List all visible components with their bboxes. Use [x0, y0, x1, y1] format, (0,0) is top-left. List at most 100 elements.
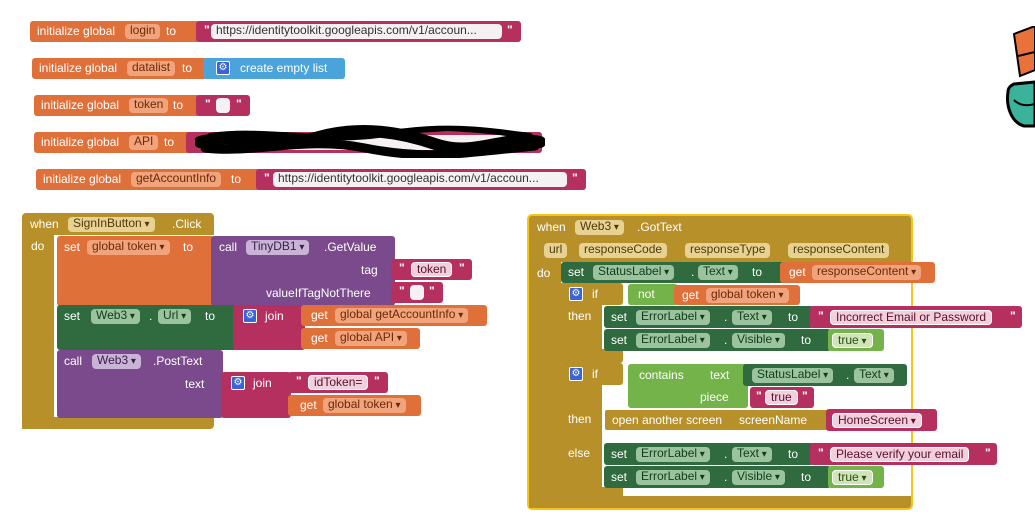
component-dropdown[interactable]: StatusLabel	[752, 368, 834, 383]
component-dropdown[interactable]: Web3	[92, 354, 141, 369]
join-block[interactable]: ⚙ join	[221, 372, 291, 418]
tinydb-getvalue-block[interactable]: call TinyDB1 .GetValue tag valueIfTagNot…	[211, 236, 395, 306]
event-param-url[interactable]: url	[544, 243, 568, 258]
set-errorlabel-visible-block[interactable]: set ErrorLabel . Visible to	[604, 329, 831, 351]
component-dropdown[interactable]: TinyDB1	[246, 240, 310, 255]
component-dropdown[interactable]: ErrorLabel	[636, 333, 710, 348]
property-dropdown[interactable]: Url	[158, 309, 192, 324]
text-string-block[interactable]: " https://identitytoolkit.googleapis.com…	[256, 169, 586, 190]
init-global-login-block[interactable]: initialize global login to	[30, 21, 200, 42]
open-another-screen-block[interactable]: open another screen screenName	[604, 409, 832, 431]
text-value-field[interactable]: true	[765, 390, 798, 405]
text-string-block[interactable]: HomeScreen	[826, 409, 937, 431]
variable-dropdown[interactable]: global token	[706, 288, 789, 303]
text-string-block[interactable]: " "	[391, 282, 443, 303]
gear-icon[interactable]: ⚙	[216, 61, 230, 75]
text-string-block[interactable]: " "	[196, 95, 250, 116]
text-value-field[interactable]	[216, 98, 230, 113]
set-errorlabel-text-block[interactable]: set ErrorLabel . Text to	[604, 306, 814, 328]
gear-icon[interactable]: ⚙	[231, 376, 245, 390]
text-string-block[interactable]: " Please verify your email "	[810, 443, 997, 465]
gear-icon[interactable]: ⚙	[569, 287, 583, 301]
component-dropdown[interactable]: ErrorLabel	[636, 470, 710, 485]
text-string-block[interactable]: " Incorrect Email or Password "	[810, 306, 1022, 328]
variable-dropdown[interactable]: global token	[323, 398, 406, 413]
to-label: to	[205, 309, 216, 323]
component-dropdown[interactable]: ErrorLabel	[636, 310, 710, 325]
component-dropdown[interactable]: Web3	[575, 220, 624, 235]
text-string-block[interactable]: " token "	[391, 259, 472, 280]
init-global-datalist-block[interactable]: initialize global datalist to	[32, 58, 207, 79]
init-global-getaccountinfo-block[interactable]: initialize global getAccountInfo to	[36, 169, 261, 190]
component-dropdown[interactable]: Web3	[91, 309, 140, 324]
join-block[interactable]: ⚙ join	[233, 305, 305, 350]
text-value-field[interactable]	[410, 285, 424, 300]
init-global-token-block[interactable]: initialize global token to	[34, 95, 200, 116]
when-label: when	[30, 217, 59, 231]
variable-name-field[interactable]: token	[129, 98, 169, 113]
web3-gottext-event-block[interactable]: when Web3 .GotText url responseCode resp…	[527, 214, 913, 510]
property-dropdown[interactable]: Text	[698, 265, 738, 280]
text-value-field[interactable]: Please verify your email	[830, 447, 970, 462]
boolean-dropdown[interactable]: true	[832, 470, 873, 485]
signin-click-event-block[interactable]: when SignInButton .Click do	[22, 213, 214, 429]
property-dropdown[interactable]: Text	[732, 447, 772, 462]
component-dropdown[interactable]: SignInButton	[68, 217, 155, 232]
property-dropdown[interactable]: Text	[854, 368, 894, 383]
text-value-field[interactable]: https://identitytoolkit.googleapis.com/v…	[273, 172, 567, 187]
text-value-field[interactable]: token	[411, 262, 453, 277]
screen-name-dropdown[interactable]: HomeScreen	[832, 413, 922, 428]
text-string-block[interactable]: " https://identitytoolkit.googleapis.com…	[196, 21, 521, 42]
statuslabel-text-getter-block[interactable]: StatusLabel . Text	[743, 364, 907, 386]
gear-icon[interactable]: ⚙	[243, 309, 257, 323]
event-param-responsetype[interactable]: responseType	[685, 243, 771, 258]
text-value-field[interactable]: idToken=	[308, 375, 369, 390]
get-responsecontent-block[interactable]: get responseContent	[780, 262, 935, 283]
create-empty-list-block[interactable]: ⚙ create empty list	[203, 58, 345, 79]
variable-name-field[interactable]: datalist	[127, 61, 176, 76]
true-block[interactable]: true	[828, 329, 884, 351]
boolean-dropdown[interactable]: true	[832, 333, 873, 348]
variable-name-field[interactable]: API	[129, 135, 159, 150]
true-block[interactable]: true	[828, 466, 884, 488]
get-global-api-block[interactable]: get global API	[301, 328, 420, 349]
event-param-responsecode[interactable]: responseCode	[579, 243, 668, 258]
trash-can-icon[interactable]	[1000, 26, 1035, 130]
if-then-else-block[interactable]: ⚙ if then else	[559, 363, 623, 501]
set-statuslabel-text-block[interactable]: set StatusLabel . Text to	[561, 262, 785, 283]
set-errorlabel-visible-block[interactable]: set ErrorLabel . Visible to	[604, 466, 831, 488]
if-then-block[interactable]: ⚙ if then	[559, 283, 623, 363]
call-web3-posttext-block[interactable]: call Web3 .PostText text	[57, 350, 223, 418]
variable-dropdown[interactable]: global API	[335, 331, 407, 346]
property-dropdown[interactable]: Visible	[732, 470, 785, 485]
set-web3-url-block[interactable]: set Web3 . Url to	[57, 305, 237, 350]
variable-name-field[interactable]: login	[125, 24, 161, 39]
gear-icon[interactable]: ⚙	[569, 367, 583, 381]
dot-label: .	[724, 447, 728, 461]
set-errorlabel-text-block[interactable]: set ErrorLabel . Text to	[604, 443, 814, 465]
get-global-token-block[interactable]: get global token	[674, 285, 800, 305]
init-global-api-block[interactable]: initialize global API to	[34, 132, 200, 153]
not-block[interactable]: not	[628, 284, 678, 305]
contains-text-block[interactable]: contains text piece	[628, 364, 748, 408]
method-label: .PostText	[153, 354, 203, 368]
event-param-responsecontent[interactable]: responseContent	[788, 243, 890, 258]
get-global-token-block[interactable]: get global token	[288, 395, 421, 416]
contains-dropdown[interactable]: contains	[639, 368, 684, 382]
property-dropdown[interactable]: Text	[732, 310, 772, 325]
variable-dropdown[interactable]: global getAccountInfo	[335, 308, 469, 323]
text-value-field[interactable]: https://identitytoolkit.googleapis.com/v…	[211, 24, 502, 39]
component-dropdown[interactable]: StatusLabel	[593, 265, 675, 280]
variable-name-field[interactable]: getAccountInfo	[131, 172, 222, 187]
component-dropdown[interactable]: ErrorLabel	[636, 447, 710, 462]
variable-dropdown[interactable]: responseContent	[812, 265, 922, 280]
not-label: not	[638, 287, 655, 301]
variable-dropdown[interactable]: global token	[87, 240, 170, 255]
get-global-getaccountinfo-block[interactable]: get global getAccountInfo	[301, 305, 487, 326]
text-string-block[interactable]: " idToken= "	[288, 372, 388, 393]
text-value-field[interactable]: Incorrect Email or Password	[830, 310, 993, 325]
property-dropdown[interactable]: Visible	[732, 333, 785, 348]
else-label: else	[568, 446, 591, 460]
text-string-block[interactable]: " true "	[750, 387, 814, 408]
set-global-token-block[interactable]: set global token to	[57, 236, 214, 306]
